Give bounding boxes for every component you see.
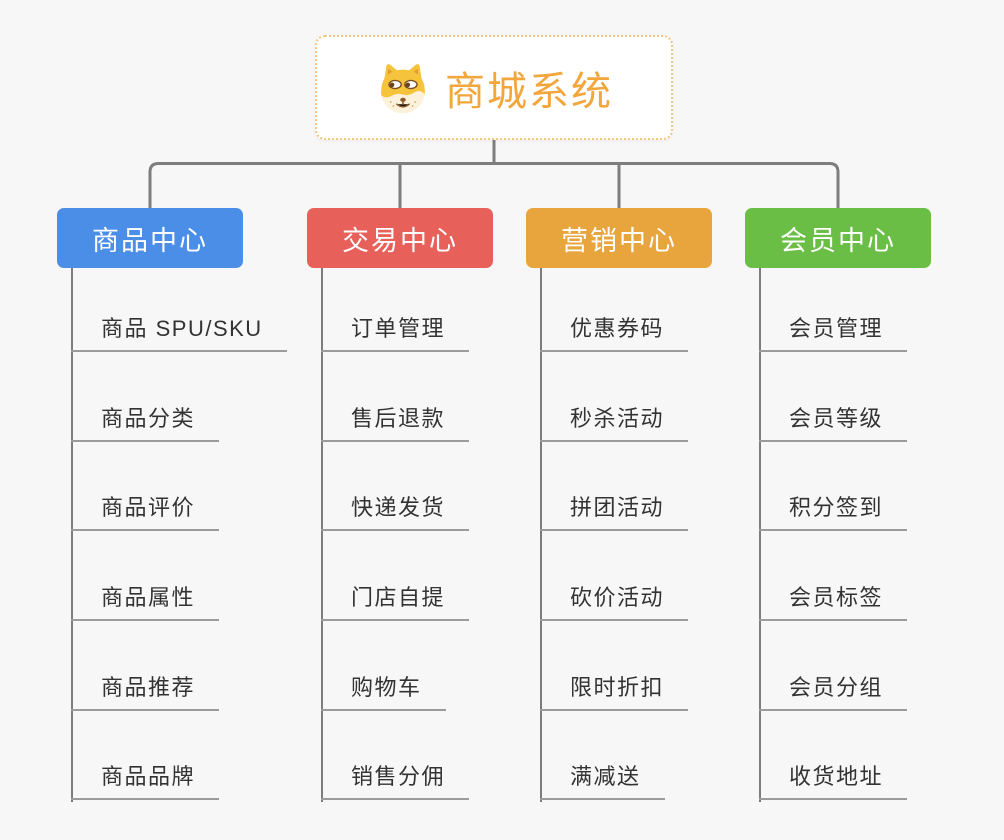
leaf-node[interactable]: 商品评价 (71, 485, 220, 531)
branch-header-product-center[interactable]: 商品中心 (57, 208, 243, 268)
doge-icon (381, 63, 425, 113)
root-node[interactable]: 商城系统 (315, 35, 673, 140)
leaf-node[interactable]: 销售分佣 (321, 754, 470, 800)
branch-marketing-center: 营销中心 优惠券码 秒杀活动 拼团活动 砍价活动 限时折扣 满减送 (526, 208, 786, 840)
branch-trunk-line (71, 268, 73, 802)
leaf-node[interactable]: 砍价活动 (540, 575, 689, 621)
root-title: 商城系统 (445, 69, 613, 114)
branch-header-member-center[interactable]: 会员中心 (745, 208, 931, 268)
leaf-node[interactable]: 订单管理 (321, 306, 470, 352)
leaf-node[interactable]: 会员标签 (759, 575, 908, 621)
leaf-node[interactable]: 满减送 (540, 754, 665, 800)
branch-trunk-line (759, 268, 761, 802)
leaf-node[interactable]: 商品属性 (71, 575, 220, 621)
leaf-node[interactable]: 商品品牌 (71, 754, 220, 800)
branch-trunk-line (540, 268, 542, 802)
branch-trunk-line (321, 268, 323, 802)
leaf-node[interactable]: 秒杀活动 (540, 396, 689, 442)
leaf-node[interactable]: 售后退款 (321, 396, 470, 442)
leaf-node[interactable]: 商品 SPU/SKU (71, 306, 287, 352)
branch-header-trade-center[interactable]: 交易中心 (307, 208, 493, 268)
leaf-node[interactable]: 积分签到 (759, 485, 908, 531)
branch-product-center: 商品中心 商品 SPU/SKU 商品分类 商品评价 商品属性 商品推荐 商品品牌 (57, 208, 317, 840)
leaf-node[interactable]: 限时折扣 (540, 665, 689, 711)
branch-trade-center: 交易中心 订单管理 售后退款 快递发货 门店自提 购物车 销售分佣 (307, 208, 567, 840)
branch-header-marketing-center[interactable]: 营销中心 (526, 208, 712, 268)
leaf-node[interactable]: 商品推荐 (71, 665, 220, 711)
branch-member-center: 会员中心 会员管理 会员等级 积分签到 会员标签 会员分组 收货地址 (745, 208, 1004, 840)
leaf-node[interactable]: 商品分类 (71, 396, 220, 442)
leaf-node[interactable]: 会员分组 (759, 665, 908, 711)
leaf-node[interactable]: 购物车 (321, 665, 446, 711)
leaf-node[interactable]: 会员管理 (759, 306, 908, 352)
leaf-node[interactable]: 会员等级 (759, 396, 908, 442)
leaf-node[interactable]: 拼团活动 (540, 485, 689, 531)
leaf-node[interactable]: 优惠券码 (540, 306, 689, 352)
leaf-node[interactable]: 门店自提 (321, 575, 470, 621)
leaf-node[interactable]: 快递发货 (321, 485, 470, 531)
leaf-node[interactable]: 收货地址 (759, 754, 908, 800)
